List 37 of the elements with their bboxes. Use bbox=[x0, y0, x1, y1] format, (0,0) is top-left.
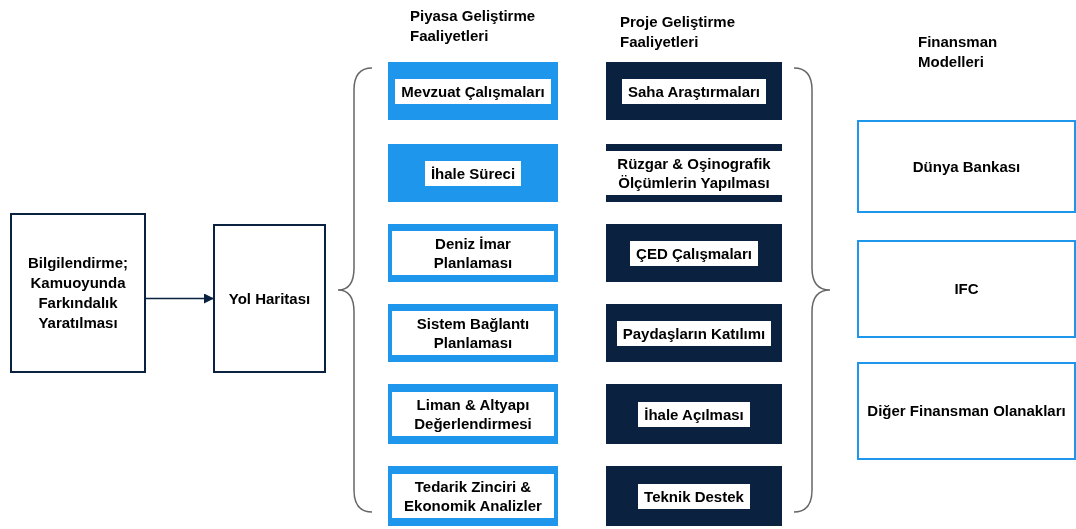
process-box bbox=[857, 240, 1076, 338]
box-label: Paydaşların Katılımı bbox=[616, 320, 772, 346]
column-heading: Finansman Modelleri bbox=[918, 32, 999, 72]
box-label: İhale Süreci bbox=[424, 160, 522, 186]
process-box bbox=[388, 304, 558, 362]
process-box bbox=[606, 466, 782, 526]
box-label: IFC bbox=[953, 279, 980, 299]
process-box bbox=[606, 304, 782, 362]
box-label: Bilgilendirme; Kamuoyunda Farkındalık Yaratılması bbox=[27, 253, 129, 333]
box-label: Dünya Bankası bbox=[911, 156, 1022, 177]
process-box bbox=[10, 213, 146, 373]
process-box bbox=[388, 62, 558, 120]
process-box bbox=[388, 384, 558, 444]
box-label: Deniz İmar Planlaması bbox=[392, 231, 554, 275]
process-box bbox=[388, 466, 558, 526]
box-label: Liman & Altyapı Değerlendirmesi bbox=[392, 392, 554, 436]
box-label: Teknik Destek bbox=[638, 483, 750, 509]
box-label: İhale Açılması bbox=[638, 401, 750, 427]
process-box bbox=[857, 120, 1076, 213]
box-label: Sistem Bağlantı Planlaması bbox=[392, 311, 554, 355]
box-label: Tedarik Zinciri & Ekonomik Analizler bbox=[392, 474, 554, 518]
box-label: Yol Haritası bbox=[227, 288, 312, 309]
process-box bbox=[606, 384, 782, 444]
process-box bbox=[857, 362, 1076, 460]
process-box bbox=[213, 224, 326, 373]
box-label: Mevzuat Çalışmaları bbox=[395, 78, 551, 104]
box-label: Saha Araştırmaları bbox=[622, 78, 766, 104]
process-box bbox=[388, 224, 558, 282]
column-heading: Piyasa Geliştirme Faaliyetleri bbox=[410, 6, 537, 46]
column-heading: Proje Geliştirme Faaliyetleri bbox=[620, 12, 737, 52]
box-label: Rüzgar & Oşinografik Ölçümlerin Yapılması bbox=[606, 151, 782, 195]
process-box bbox=[606, 224, 782, 282]
box-label: ÇED Çalışmaları bbox=[630, 240, 758, 266]
process-box bbox=[388, 144, 558, 202]
box-label: Diğer Finansman Olanakları bbox=[866, 401, 1067, 421]
process-box bbox=[606, 62, 782, 120]
arrow bbox=[145, 293, 214, 304]
